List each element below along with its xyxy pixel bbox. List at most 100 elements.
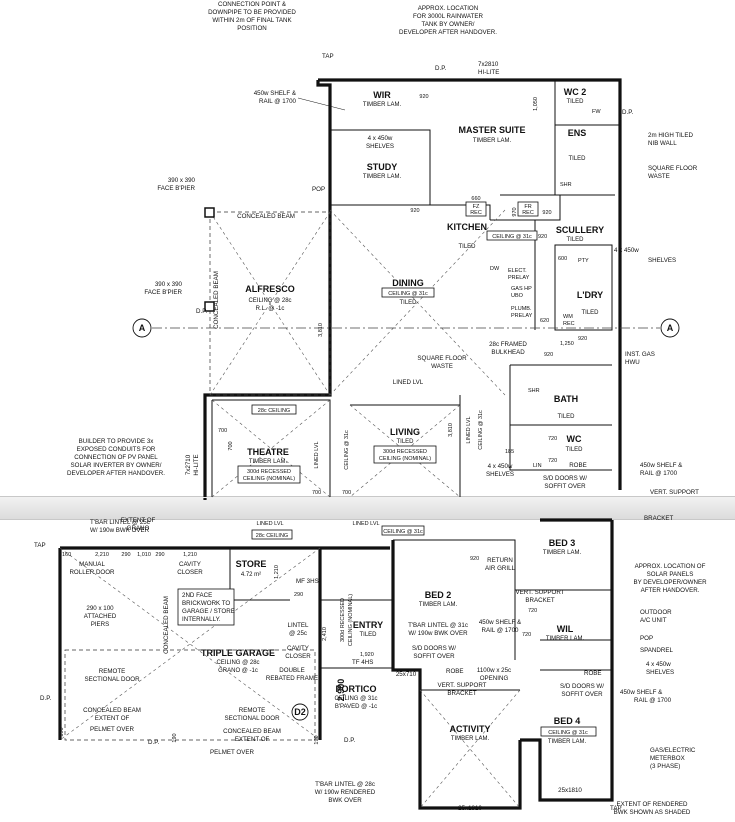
- svg-text:SOLAR INVERTER BY OWNER/: SOLAR INVERTER BY OWNER/: [71, 462, 162, 469]
- room-wc: WC TILED: [565, 434, 583, 453]
- svg-text:S/D DOORS W/: S/D DOORS W/: [560, 683, 604, 690]
- note-sd-doors-top: S/D DOORS W/ SOFFIT OVER: [543, 475, 587, 490]
- dimensions: 920 1,050 920 920 660 970 920 600 920 62…: [59, 94, 587, 745]
- svg-text:B'PAVED @ -1c: B'PAVED @ -1c: [335, 704, 377, 710]
- svg-text:EXTENT OF RENDERED: EXTENT OF RENDERED: [616, 801, 688, 808]
- svg-text:450w SHELF &: 450w SHELF &: [479, 619, 522, 626]
- tap-label-top: TAP: [322, 53, 334, 60]
- note-gas-hwu: INST. GAS HWU: [625, 351, 655, 366]
- svg-text:CEILING (NOMINAL): CEILING (NOMINAL): [348, 594, 354, 646]
- svg-text:SOFFIT OVER: SOFFIT OVER: [413, 653, 455, 660]
- svg-text:2,900: 2,900: [336, 679, 346, 702]
- svg-text:28c CEILING: 28c CEILING: [258, 408, 290, 414]
- svg-text:700: 700: [312, 490, 321, 496]
- svg-text:INST. GAS: INST. GAS: [625, 351, 655, 358]
- svg-text:OPENING: OPENING: [480, 675, 509, 682]
- svg-text:920: 920: [538, 234, 547, 240]
- svg-text:ENTRY: ENTRY: [353, 620, 383, 630]
- width-activity: 25x1810: [458, 805, 482, 812]
- note-vert-support-top: VERT. SUPPORT BRACKET: [644, 489, 699, 522]
- svg-text:REBATED FRAME: REBATED FRAME: [266, 675, 318, 682]
- section-marker-west: [132, 318, 152, 338]
- svg-text:BRACKET: BRACKET: [447, 690, 476, 697]
- svg-text:700: 700: [228, 441, 234, 450]
- svg-text:ELECT.: ELECT.: [508, 268, 527, 274]
- svg-text:300d RECESSED: 300d RECESSED: [383, 449, 427, 455]
- note-vert-support-bed2: VERT. SUPPORT BRACKET: [438, 682, 487, 697]
- width-portico: 25x710: [396, 671, 417, 678]
- svg-text:PRELAY: PRELAY: [508, 275, 530, 281]
- svg-text:28c CEILING: 28c CEILING: [256, 533, 288, 539]
- note-shelf-rail-wir: 450w SHELF & RAIL @ 1700: [254, 90, 346, 111]
- svg-text:RAIL @ 1700: RAIL @ 1700: [634, 697, 672, 704]
- svg-text:DINING: DINING: [392, 278, 424, 288]
- svg-text:WASTE: WASTE: [431, 363, 453, 370]
- svg-text:VERT. SUPPORT: VERT. SUPPORT: [650, 489, 699, 496]
- svg-text:SOFFIT OVER: SOFFIT OVER: [544, 483, 586, 490]
- svg-text:AIR GRILL: AIR GRILL: [485, 565, 515, 572]
- dining-diagonals: [211, 209, 506, 498]
- dp-portico: D.P.: [344, 737, 356, 744]
- lined-lvl-labels: LINED LVL CEILING @ 31c LINED LVL CEILIN…: [251, 410, 484, 540]
- svg-text:S/D DOORS W/: S/D DOORS W/: [412, 645, 456, 652]
- svg-text:BWK SHOWN AS SHADED: BWK SHOWN AS SHADED: [614, 809, 691, 816]
- note-meterbox: GAS/ELECTRIC METERBOX (3 PHASE): [650, 747, 696, 770]
- note-piers: 290 x 100 ATTACHED PIERS: [84, 605, 117, 628]
- robe-bed4: ROBE: [584, 670, 602, 677]
- room-activity: ACTIVITY TIMBER LAM.: [449, 724, 490, 742]
- svg-text:CEILING @ 31c: CEILING @ 31c: [383, 529, 423, 535]
- note-bulkhead: 28c FRAMED BULKHEAD: [489, 341, 527, 356]
- room-scullery: SCULLERY TILED: [556, 225, 604, 243]
- note-tbar-top: T'BAR LINTEL @ 25c W/ 190w BWK OVER: [90, 519, 150, 534]
- svg-text:CLOSER: CLOSER: [285, 653, 311, 660]
- svg-text:GAS/ELECTRIC: GAS/ELECTRIC: [650, 747, 696, 754]
- room-wir: WIR TIMBER LAM.: [363, 90, 402, 108]
- svg-text:CONNECTION OF PV PANEL: CONNECTION OF PV PANEL: [74, 454, 158, 461]
- pop-label-1: POP: [312, 186, 325, 193]
- svg-text:160: 160: [62, 552, 71, 558]
- svg-text:700: 700: [342, 490, 351, 496]
- dp-label-top: D.P.: [435, 65, 447, 72]
- note-cavity-closer-1: CAVITY CLOSER: [177, 561, 203, 576]
- svg-text:TIMBER LAM.: TIMBER LAM.: [419, 602, 458, 608]
- svg-text:BED 4: BED 4: [554, 716, 581, 726]
- svg-text:PLUMB.: PLUMB.: [511, 306, 532, 312]
- room-alfresco: ALFRESCO CEILING @ 28c R.L. @ -1c: [245, 284, 295, 312]
- svg-text:4 x 450w: 4 x 450w: [368, 135, 393, 142]
- svg-text:TIMBER LAM.: TIMBER LAM.: [363, 102, 402, 108]
- svg-text:BUILDER TO PROVIDE 3x: BUILDER TO PROVIDE 3x: [79, 438, 155, 445]
- svg-text:SOLAR PANELS: SOLAR PANELS: [647, 571, 694, 578]
- scroll-band-divider: [0, 496, 735, 520]
- section-label-east: A: [667, 323, 674, 333]
- svg-text:LINTEL: LINTEL: [288, 622, 310, 629]
- svg-text:TIMBER LAM.: TIMBER LAM.: [543, 550, 582, 556]
- svg-text:APPROX. LOCATION OF: APPROX. LOCATION OF: [635, 563, 706, 570]
- svg-text:WIL: WIL: [557, 624, 574, 634]
- svg-text:SOFFIT OVER: SOFFIT OVER: [561, 691, 603, 698]
- note-face-brick: 2ND FACE BRICKWORK TO GARAGE / STORE INT…: [177, 588, 235, 626]
- note-lintel: LINTEL @ 25c: [288, 622, 310, 637]
- svg-text:W/ 190w BWK OVER: W/ 190w BWK OVER: [408, 630, 468, 637]
- svg-text:A/C UNIT: A/C UNIT: [640, 617, 667, 624]
- svg-text:1,210: 1,210: [274, 565, 280, 579]
- svg-text:UBO: UBO: [511, 293, 524, 299]
- svg-text:190: 190: [59, 727, 65, 736]
- svg-text:7x2710: 7x2710: [185, 454, 192, 475]
- svg-text:TILED: TILED: [566, 237, 584, 243]
- concealed-beam-garage-2: CONCEALED BEAM: [223, 728, 281, 735]
- pelmet-2: PELMET OVER: [210, 749, 254, 756]
- svg-text:390 x 390: 390 x 390: [168, 177, 196, 184]
- svg-text:1,250: 1,250: [560, 341, 574, 347]
- svg-text:SHR: SHR: [528, 388, 540, 394]
- extent-grano-garage-1: EXTENT OF: [95, 715, 130, 722]
- svg-text:WASTE: WASTE: [648, 173, 670, 180]
- svg-text:LINED LVL: LINED LVL: [314, 441, 320, 468]
- svg-text:FW: FW: [592, 109, 601, 115]
- svg-text:CAVITY: CAVITY: [287, 645, 309, 652]
- spandrel-label: SPANDREL: [640, 647, 673, 654]
- svg-text:CEILING @ 28c: CEILING @ 28c: [248, 298, 291, 304]
- svg-text:(3 PHASE): (3 PHASE): [650, 763, 680, 770]
- svg-text:INTERNALLY.: INTERNALLY.: [182, 616, 221, 623]
- svg-text:28c FRAMED: 28c FRAMED: [489, 341, 527, 348]
- svg-text:CEILING @ 31c: CEILING @ 31c: [388, 291, 428, 297]
